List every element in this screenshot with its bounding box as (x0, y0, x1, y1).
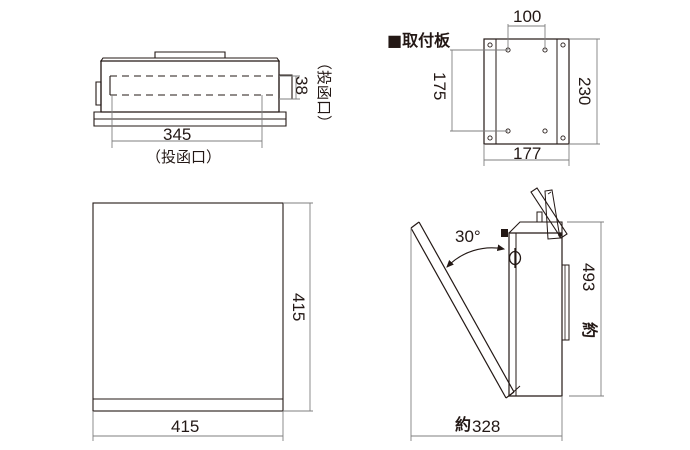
side-view-hinge-pivot (558, 233, 562, 237)
side-view-angle-arc (446, 244, 506, 268)
side-view-open-flap (544, 189, 561, 240)
dim-100-group (507, 24, 546, 50)
side-view-top-knob (536, 211, 543, 222)
side-view-lock-icon (508, 248, 522, 268)
mounting-plate-title: ■取付板 (387, 31, 451, 50)
side-view-lid-open (530, 187, 568, 239)
dim-label-415-height: 415 (289, 293, 308, 322)
dim-label-230: 230 (575, 77, 594, 106)
dim-175-group (450, 49, 508, 132)
dim-label-415-width: 415 (171, 417, 200, 436)
dim-label-493: 493 (579, 263, 598, 292)
front-view-square (92, 202, 284, 412)
dim-label-328: 328 (472, 417, 501, 436)
dim-328-group (410, 228, 563, 441)
top-view-center-tab (154, 51, 226, 59)
side-view-back-panel (562, 264, 570, 341)
dim-177-group (483, 144, 570, 166)
mounting-plate-group (483, 38, 570, 145)
dim-label-177: 177 (513, 144, 542, 163)
dim-note-345-mail-slot: （投函口） (146, 148, 222, 166)
mounting-plate-outline (483, 38, 570, 145)
top-view-base-flange (93, 111, 287, 127)
top-view-hidden-slot-lines (109, 75, 277, 96)
dim-415-horizontal-group (92, 411, 284, 441)
dim-345-group (111, 95, 263, 148)
dim-label-30-degree: 30° (455, 227, 481, 246)
top-view-left-ear (95, 81, 102, 106)
side-view-latch-block (501, 229, 508, 237)
dim-label-328-prefix: 約 (455, 415, 472, 434)
dim-label-345: 345 (163, 125, 192, 144)
dim-493-group (567, 221, 604, 397)
dim-label-100: 100 (513, 7, 542, 26)
dim-label-493-prefix: 約 (580, 322, 599, 339)
dim-230-group (569, 38, 600, 145)
dim-label-175: 175 (430, 72, 449, 101)
front-view-group (92, 202, 284, 412)
top-view-right-protrusion (278, 74, 293, 100)
dim-38-group (279, 75, 300, 100)
side-view-support-leg (410, 221, 515, 399)
dim-label-38: 38 (292, 76, 311, 95)
side-view-body-group (508, 221, 563, 397)
mounting-plate-inner-holes (505, 47, 548, 134)
dim-note-38-mail-slot: （投函口） (315, 55, 333, 131)
top-view-body-outline (99, 57, 281, 113)
side-view-cabinet-outline (508, 232, 563, 397)
side-view-cabinet-top-bevel (508, 221, 563, 234)
top-view-group (93, 51, 293, 127)
mounting-plate-corner-holes (487, 42, 566, 141)
dim-415-vertical-group (283, 202, 313, 412)
